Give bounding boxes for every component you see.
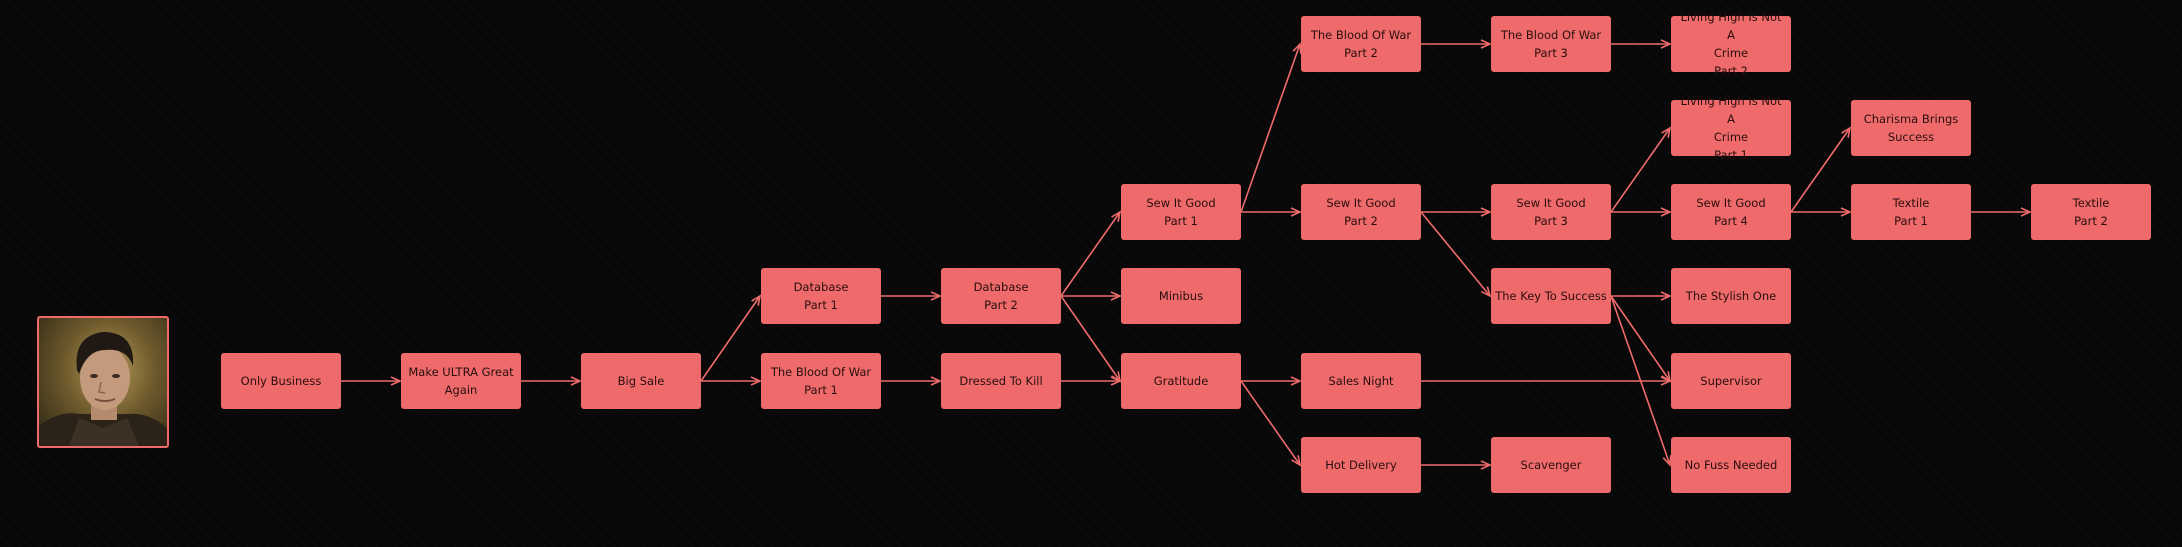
node-textile-part-2[interactable]: Textile Part 2	[2031, 184, 2151, 240]
edge-sew_it_good_part_2-to-key_to_success	[1420, 211, 1492, 298]
node-hot-delivery[interactable]: Hot Delivery	[1301, 437, 1421, 493]
node-sew-it-good-part-1[interactable]: Sew It Good Part 1	[1121, 184, 1241, 240]
edge-sew_it_good_part_4-to-charisma_brings_success	[1790, 126, 1852, 213]
character-portrait-icon	[39, 332, 167, 446]
node-database-part-2[interactable]: Database Part 2	[941, 268, 1061, 324]
node-textile-part-1[interactable]: Textile Part 1	[1851, 184, 1971, 240]
node-only-business[interactable]: Only Business	[221, 353, 341, 409]
node-make-ultra-great-again[interactable]: Make ULTRA Great Again	[401, 353, 521, 409]
edge-database_part_2-to-sew_it_good_part_1	[1060, 210, 1122, 297]
node-key-to-success[interactable]: The Key To Success	[1491, 268, 1611, 324]
node-sew-it-good-part-3[interactable]: Sew It Good Part 3	[1491, 184, 1611, 240]
node-supervisor[interactable]: Supervisor	[1671, 353, 1791, 409]
node-database-part-1[interactable]: Database Part 1	[761, 268, 881, 324]
node-blood-of-war-part-2[interactable]: The Blood Of War Part 2	[1301, 16, 1421, 72]
node-living-high-part-2[interactable]: Living High Is Not A Crime Part 2	[1671, 10, 1791, 78]
edge-key_to_success-to-supervisor	[1610, 295, 1672, 383]
node-minibus[interactable]: Minibus	[1121, 268, 1241, 324]
node-dressed-to-kill[interactable]: Dressed To Kill	[941, 353, 1061, 409]
node-gratitude[interactable]: Gratitude	[1121, 353, 1241, 409]
edge-gratitude-to-hot_delivery	[1240, 380, 1302, 467]
node-scavenger[interactable]: Scavenger	[1491, 437, 1611, 493]
character-portrait[interactable]	[37, 316, 169, 448]
node-blood-of-war-part-3[interactable]: The Blood Of War Part 3	[1491, 16, 1611, 72]
node-sales-night[interactable]: Sales Night	[1301, 353, 1421, 409]
node-sew-it-good-part-2[interactable]: Sew It Good Part 2	[1301, 184, 1421, 240]
node-big-sale[interactable]: Big Sale	[581, 353, 701, 409]
node-blood-of-war-part-1[interactable]: The Blood Of War Part 1	[761, 353, 881, 409]
node-sew-it-good-part-4[interactable]: Sew It Good Part 4	[1671, 184, 1791, 240]
node-charisma-brings-success[interactable]: Charisma Brings Success	[1851, 100, 1971, 156]
node-living-high-part-1[interactable]: Living High Is Not A Crime Part 1	[1671, 94, 1791, 162]
edge-sew_it_good_part_3-to-living_high_part_1	[1610, 126, 1672, 213]
node-no-fuss-needed[interactable]: No Fuss Needed	[1671, 437, 1791, 493]
node-stylish-one[interactable]: The Stylish One	[1671, 268, 1791, 324]
edge-database_part_2-to-gratitude	[1060, 295, 1122, 383]
edge-big_sale-to-database_part_1	[700, 294, 762, 382]
edge-sew_it_good_part_1-to-blood_of_war_part_2	[1240, 42, 1302, 213]
